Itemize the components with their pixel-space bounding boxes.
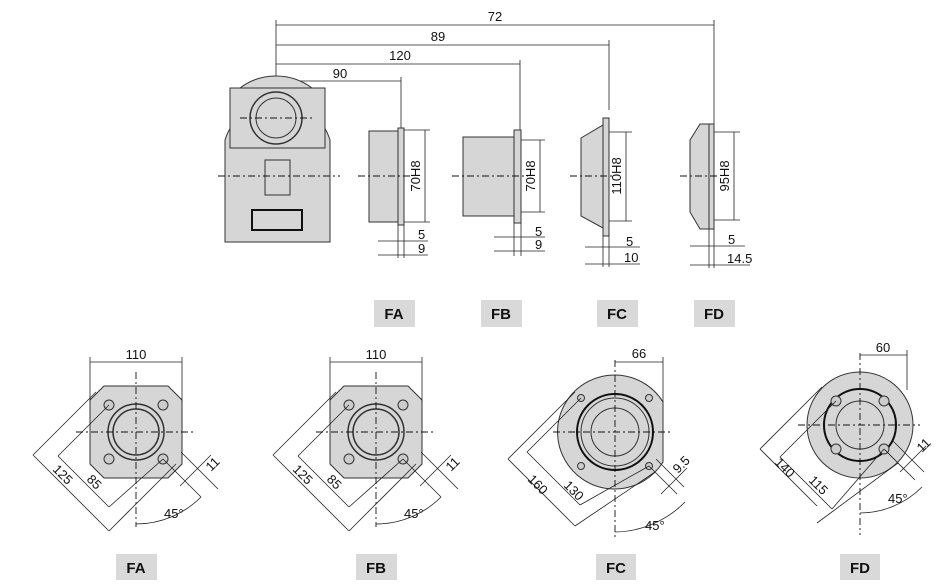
fb-angle: 45° bbox=[404, 506, 424, 521]
fd-hole: 11 bbox=[914, 435, 934, 455]
fa-outer: 125 bbox=[50, 462, 76, 488]
label-fd: FD bbox=[850, 560, 870, 577]
bottom-labels: FA FB FC FD bbox=[116, 554, 880, 580]
label-fc: FC bbox=[606, 560, 626, 577]
fd-outer: 140 bbox=[772, 455, 798, 481]
fa-d1: 5 bbox=[418, 227, 425, 242]
fd-bore: 95H8 bbox=[717, 160, 732, 191]
fd-angle: 45° bbox=[888, 491, 908, 506]
fb-hole: 11 bbox=[443, 454, 463, 474]
dim-89: 89 bbox=[431, 29, 445, 44]
dim-120: 120 bbox=[389, 48, 411, 63]
fa-d2: 9 bbox=[418, 241, 425, 256]
fd-side-view: 95H8 5 14.5 bbox=[680, 123, 752, 268]
fb-d1: 5 bbox=[535, 224, 542, 239]
fc-angle: 45° bbox=[645, 518, 665, 533]
label-fd-top: FD bbox=[704, 306, 724, 323]
fa-width: 110 bbox=[126, 347, 147, 362]
fa-hole: 11 bbox=[203, 454, 223, 474]
fc-d1: 5 bbox=[626, 234, 633, 249]
fc-width: 66 bbox=[632, 346, 646, 361]
fc-front-view: 66 130 160 9.5 45° bbox=[507, 346, 693, 537]
fa-front-view: 110 85 125 11 45° bbox=[32, 347, 223, 532]
label-fb-top: FB bbox=[491, 306, 511, 323]
fa-angle: 45° bbox=[164, 506, 184, 521]
label-fb: FB bbox=[366, 560, 386, 577]
fb-width: 110 bbox=[366, 347, 387, 362]
fd-front-view: 60 115 140 11 45° bbox=[759, 340, 934, 535]
gearbox-body bbox=[218, 75, 340, 243]
fd-width: 60 bbox=[876, 340, 890, 355]
label-fa-top: FA bbox=[384, 306, 403, 323]
top-labels: FA FB FC FD bbox=[374, 300, 735, 327]
fd-inner: 115 bbox=[806, 473, 831, 498]
fd-d2: 14.5 bbox=[727, 251, 752, 266]
dim-90: 90 bbox=[333, 66, 347, 81]
label-fc-top: FC bbox=[607, 306, 627, 323]
dim-72: 72 bbox=[488, 9, 502, 24]
top-dimensions: 72 89 120 90 bbox=[275, 9, 715, 242]
label-fa: FA bbox=[126, 560, 145, 577]
fc-side-view: 110H8 5 10 bbox=[570, 117, 640, 267]
fb-d2: 9 bbox=[535, 237, 542, 252]
fc-hole: 9.5 bbox=[670, 453, 693, 476]
fc-outer: 160 bbox=[525, 472, 551, 498]
fa-side-view: 70H8 5 9 bbox=[358, 127, 430, 258]
fc-bore: 110H8 bbox=[609, 157, 624, 194]
fc-d2: 10 bbox=[624, 250, 638, 265]
fd-d1: 5 bbox=[728, 232, 735, 247]
fb-bore: 70H8 bbox=[523, 160, 538, 191]
fa-bore: 70H8 bbox=[408, 160, 423, 191]
fc-inner: 130 bbox=[561, 478, 587, 504]
fb-front-view: 110 85 125 11 45° bbox=[272, 347, 463, 532]
fb-outer: 125 bbox=[290, 462, 316, 488]
fb-side-view: 70H8 5 9 bbox=[452, 129, 545, 256]
